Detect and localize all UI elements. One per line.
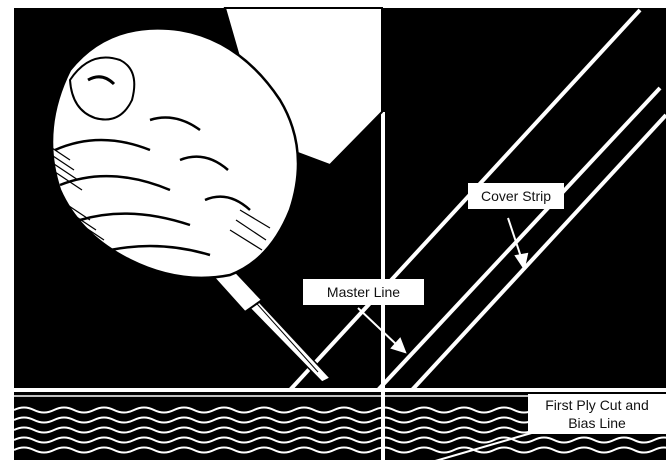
thumbnail: [87, 75, 116, 86]
cover-strip-text: Cover Strip: [480, 188, 552, 204]
master-line-label: Master Line: [303, 279, 424, 305]
first-ply-text-line2: Bias Line: [568, 415, 626, 431]
first-ply-arrow-shaft: [417, 431, 536, 467]
bias-line-1: [288, 8, 642, 392]
thumb: [68, 56, 136, 121]
first-ply-cut-label: First Ply Cut and Bias Line: [528, 394, 666, 434]
master-line-text: Master Line: [326, 284, 401, 300]
callout-arrows: [357, 217, 536, 467]
first-ply-text-line1: First Ply Cut and: [545, 397, 649, 413]
cover-strip-label: Cover Strip: [468, 183, 564, 209]
master-line-arrow-shaft: [357, 307, 399, 347]
bias-line-3: [410, 113, 666, 392]
bias-lines: [288, 8, 666, 392]
hand-with-knife-illustration: [39, 7, 383, 383]
cover-strip-arrow-shaft: [507, 217, 523, 261]
master-line-arrowhead: [390, 337, 407, 354]
hand-shading: [39, 139, 271, 251]
bias-line-2: [376, 86, 662, 392]
finger-creases: [54, 116, 251, 257]
cover-strip-arrowhead: [514, 252, 529, 271]
knife-edge: [249, 295, 319, 373]
